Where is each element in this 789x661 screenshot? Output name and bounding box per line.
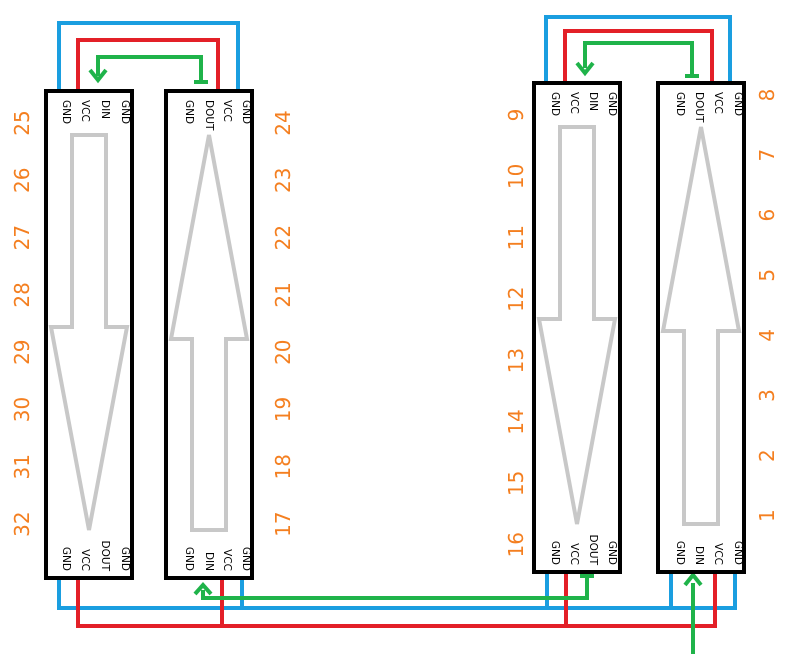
led-number: 6	[755, 209, 779, 222]
strip-outline	[532, 81, 622, 574]
vcc-wire-bottom	[76, 572, 717, 628]
bottom-pin-label: GND	[674, 541, 686, 565]
bottom-pin-label: VCC	[221, 549, 233, 571]
bottom-pin-label: VCC	[712, 543, 724, 565]
strip-outline	[44, 89, 134, 580]
strip-outline	[164, 89, 254, 580]
led-number: 24	[271, 110, 295, 135]
top-pin-label: VCC	[221, 100, 233, 122]
gnd-wires	[57, 15, 737, 610]
data-arrowheads	[88, 61, 703, 596]
led-number: 16	[504, 532, 528, 557]
top-pin-label: VCC	[568, 92, 580, 114]
led-number: 19	[271, 397, 295, 422]
top-pin-label: DIN	[587, 92, 599, 111]
led-number: 20	[271, 339, 295, 364]
gnd-wire-top-left	[57, 21, 240, 90]
bottom-pin-label: VCC	[79, 549, 91, 571]
top-pin-label: DOUT	[203, 100, 215, 131]
led-number: 26	[10, 168, 34, 193]
led-strip-a: GND VCC DIN GND GND VCC DOUT GND 25 26 27 28 29 30 31 3…	[10, 89, 134, 580]
top-pin-label: DIN	[99, 100, 111, 119]
vcc-wire-top-right	[563, 29, 714, 82]
top-pin-label: DOUT	[693, 92, 705, 123]
bottom-pin-label: GND	[119, 547, 131, 571]
data-wire-d-to-c	[583, 41, 694, 76]
data-wire-b-to-a	[96, 55, 203, 82]
led-number: 23	[271, 168, 295, 193]
led-number: 5	[755, 269, 779, 282]
led-number: 27	[10, 225, 34, 250]
led-number: 29	[10, 339, 34, 364]
led-strip-d: GND DOUT VCC GND GND DIN VCC GND 8 7 6 5 4 3 2 1	[656, 81, 779, 574]
led-number: 8	[755, 89, 779, 102]
data-arrowhead-icon	[575, 61, 595, 77]
led-number: 30	[10, 397, 34, 422]
led-number: 14	[504, 409, 528, 434]
led-number: 7	[755, 149, 779, 162]
top-pin-label: GND	[119, 100, 131, 124]
led-number: 1	[755, 509, 779, 522]
bottom-pin-label: DIN	[693, 546, 705, 565]
led-strip-b: GND DOUT VCC GND GND DIN VCC GND 24 23 22 21 20 19 18 1…	[164, 89, 295, 580]
data-arrowhead-icon	[88, 68, 108, 84]
bottom-pin-label: DOUT	[99, 541, 111, 572]
bottom-pin-label: DOUT	[587, 535, 599, 566]
strip-outline	[656, 81, 746, 574]
top-pin-label: VCC	[79, 100, 91, 122]
bottom-pin-label: VCC	[568, 543, 580, 565]
led-number: 4	[755, 329, 779, 342]
bottom-pin-label: GND	[549, 541, 561, 565]
direction-arrow-down-icon	[48, 133, 130, 531]
led-number: 21	[271, 282, 295, 307]
led-strip-c: GND VCC DIN GND GND VCC DOUT GND 9 10 11 12 13 14 15 16	[504, 81, 622, 574]
led-number: 28	[10, 282, 34, 307]
led-number: 3	[755, 389, 779, 402]
led-number: 15	[504, 471, 528, 496]
data-arrowhead-icon	[193, 581, 213, 596]
top-pin-label: GND	[674, 92, 686, 116]
top-pin-label: GND	[183, 100, 195, 124]
led-number: 18	[271, 454, 295, 479]
led-number: 25	[10, 110, 34, 135]
top-pin-label: GND	[60, 100, 72, 124]
direction-arrow-down-icon	[536, 125, 618, 525]
led-number: 12	[504, 286, 528, 311]
top-pin-label: GND	[732, 92, 744, 116]
bottom-pin-label: GND	[240, 547, 252, 571]
bottom-pin-label: DIN	[203, 552, 215, 571]
gnd-wire-bottom	[57, 572, 737, 610]
bottom-pin-label: GND	[183, 547, 195, 571]
led-number: 31	[10, 454, 34, 479]
led-number: 32	[10, 511, 34, 536]
led-number: 2	[755, 449, 779, 462]
led-number: 17	[271, 511, 295, 536]
bottom-pin-label: GND	[732, 541, 744, 565]
direction-arrow-up-icon	[168, 134, 250, 532]
led-number: 22	[271, 225, 295, 250]
data-wires	[96, 41, 699, 654]
led-number: 10	[504, 164, 528, 189]
top-pin-label: GND	[240, 100, 252, 124]
data-arrowhead-icon	[683, 571, 703, 587]
bottom-pin-label: GND	[606, 541, 618, 565]
led-number: 13	[504, 348, 528, 373]
top-pin-label: VCC	[712, 92, 724, 114]
direction-arrow-up-icon	[660, 126, 742, 526]
gnd-wire-top-right	[544, 15, 732, 82]
top-pin-label: GND	[549, 92, 561, 116]
led-number: 11	[504, 225, 528, 250]
data-wire-c-to-b	[201, 576, 589, 600]
bottom-pin-label: GND	[60, 547, 72, 571]
led-number: 9	[504, 109, 528, 122]
vcc-wire-top-left	[76, 38, 220, 90]
top-pin-label: GND	[606, 92, 618, 116]
